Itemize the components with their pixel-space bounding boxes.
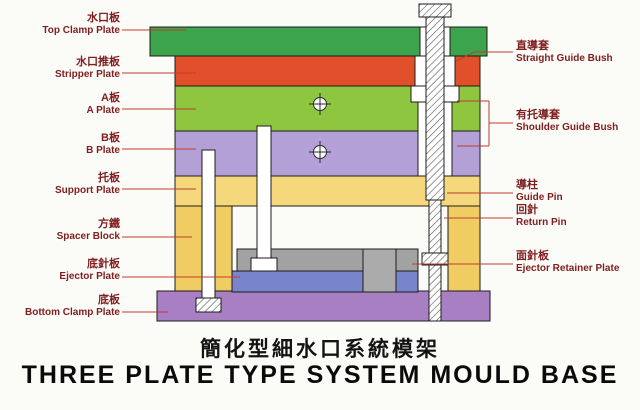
label-return-pin: 回針 Return Pin (516, 204, 567, 228)
crosshair-b-plate (309, 141, 331, 163)
left-pin-head (195, 297, 222, 313)
label-b-plate: B板 B Plate (86, 132, 120, 156)
title-english: THREE PLATE TYPE SYSTEM MOULD BASE (21, 361, 619, 389)
guide-pin-head (418, 3, 452, 18)
left-pin-shaft (201, 149, 216, 299)
label-support-plate-en: Support Plate (54, 185, 120, 196)
label-ejector-retainer-plate-cn: 面針板 (516, 250, 549, 262)
label-a-plate-cn: A板 (101, 92, 120, 104)
label-ejector-plate-en: Ejector Plate (59, 271, 120, 282)
label-a-plate-en: A Plate (86, 105, 120, 116)
label-bottom-clamp-plate: 底板 Bottom Clamp Plate (25, 294, 120, 318)
return-pin (421, 199, 449, 322)
label-guide-pin: 導柱 Guide Pin (516, 179, 563, 203)
return-pin-head (421, 252, 449, 266)
label-shoulder-guide-bush-en: Shoulder Guide Bush (516, 122, 619, 133)
label-return-pin-en: Return Pin (516, 217, 567, 228)
label-a-plate: A板 A Plate (86, 92, 120, 116)
label-spacer-block-en: Spacer Block (56, 231, 120, 242)
center-pin (250, 125, 278, 272)
label-return-pin-cn: 回針 (516, 204, 538, 216)
center-pin-head (250, 257, 278, 272)
return-pin-upper-shaft (428, 199, 442, 254)
label-guide-pin-en: Guide Pin (516, 192, 563, 203)
label-b-plate-en: B Plate (86, 145, 120, 156)
leader-straight-bush (455, 51, 513, 62)
label-ejector-retainer-plate-en: Ejector Retainer Plate (516, 263, 620, 274)
label-ejector-retainer-plate: 面針板 Ejector Retainer Plate (516, 250, 619, 274)
label-stripper-plate-en: Stripper Plate (54, 69, 120, 80)
label-bottom-clamp-plate-en: Bottom Clamp Plate (24, 307, 120, 318)
crosshair-a-plate (309, 93, 331, 115)
label-stripper-plate-cn: 水口推板 (76, 56, 120, 68)
label-top-clamp-plate: 水口板 Top Clamp Plate (42, 12, 120, 36)
label-stripper-plate: 水口推板 Stripper Plate (55, 56, 120, 80)
ejector-plates (231, 248, 419, 293)
label-top-clamp-plate-en: Top Clamp Plate (42, 25, 120, 36)
center-pin-shaft (256, 125, 272, 259)
leader-lines (122, 29, 513, 313)
label-shoulder-guide-bush: 有托導套 Shoulder Guide Bush (516, 109, 618, 133)
support-pillar (362, 248, 397, 293)
guide-pin-shaft (425, 16, 445, 201)
label-support-plate: 托板 Support Plate (55, 172, 120, 196)
label-ejector-plate: 底針板 Ejector Plate (59, 258, 120, 282)
return-pin-lower-shaft (428, 264, 442, 322)
label-top-clamp-plate-cn: 水口板 (87, 12, 120, 24)
label-bottom-clamp-plate-cn: 底板 (98, 294, 120, 306)
label-b-plate-cn: B板 (101, 132, 120, 144)
label-spacer-block-cn: 方鐵 (98, 218, 120, 230)
spacer-block-right (447, 205, 481, 292)
label-ejector-plate-cn: 底針板 (87, 258, 120, 270)
left-pin (195, 149, 222, 313)
label-support-plate-cn: 托板 (98, 172, 120, 184)
label-shoulder-guide-bush-cn: 有托導套 (516, 109, 560, 121)
label-spacer-block: 方鐵 Spacer Block (57, 218, 120, 242)
label-straight-guide-bush-en: Straight Guide Bush (516, 53, 613, 64)
label-guide-pin-cn: 導柱 (516, 179, 538, 191)
crosshair-symbols (309, 93, 331, 163)
title-chinese: 簡化型細水口系統模架 (200, 338, 440, 361)
label-straight-guide-bush: 直導套 Straight Guide Bush (516, 40, 613, 64)
label-straight-guide-bush-cn: 直導套 (516, 40, 549, 52)
